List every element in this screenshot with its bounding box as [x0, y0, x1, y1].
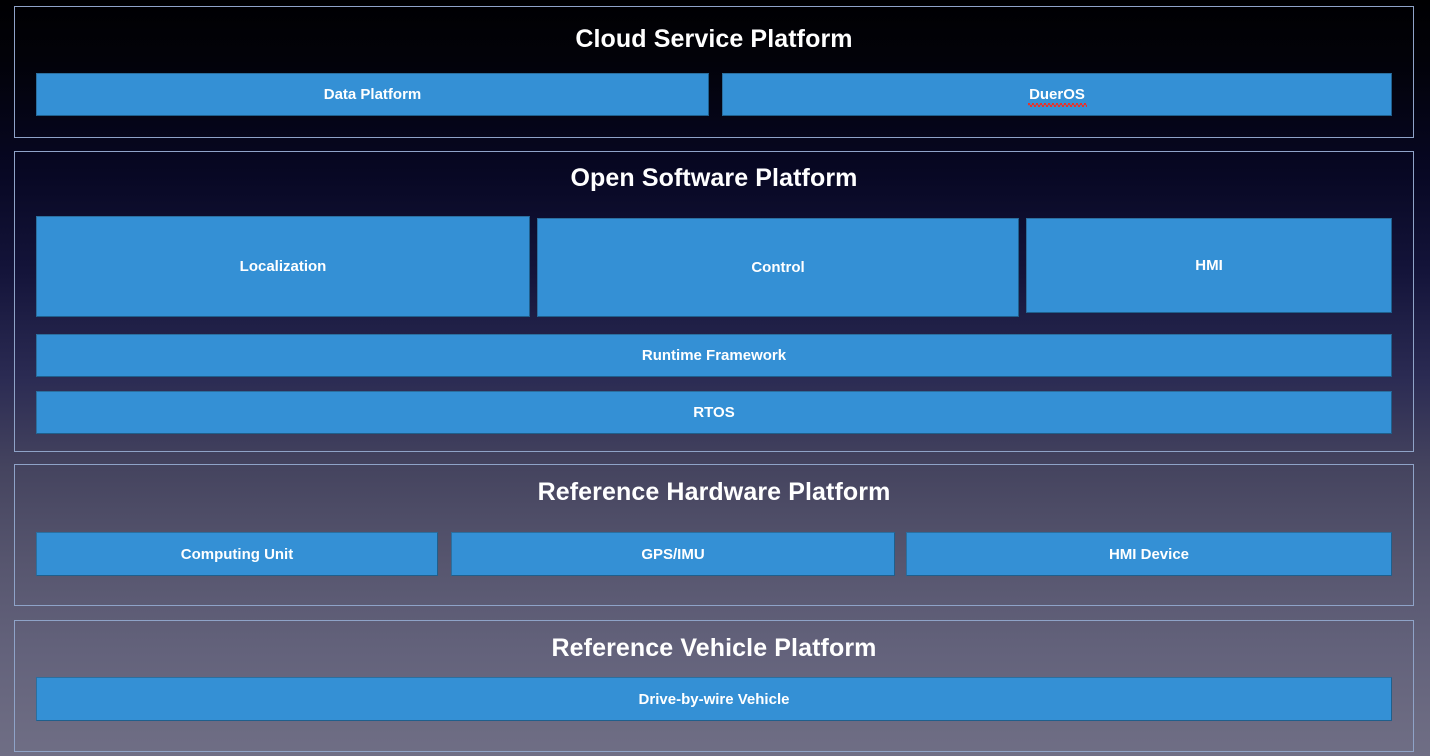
block-computing-unit[interactable]: Computing Unit [36, 532, 438, 576]
block-label-gps-imu: GPS/IMU [641, 545, 705, 563]
block-rtos[interactable]: RTOS [36, 391, 1392, 434]
block-hmi-device[interactable]: HMI Device [906, 532, 1392, 576]
block-label-runtime-framework: Runtime Framework [641, 347, 787, 364]
layer-title-reference-vehicle-platform: Reference Vehicle Platform [551, 634, 877, 662]
layer-open-software-platform: Open Software Platform Localization Cont… [14, 151, 1414, 452]
layer-title-open-software-platform: Open Software Platform [570, 164, 858, 192]
block-label-control: Control [751, 259, 805, 276]
block-label-hmi-device: HMI Device [1108, 545, 1190, 563]
block-label-localization: Localization [239, 258, 327, 275]
block-label-data-platform: Data Platform [323, 86, 422, 103]
block-label-rtos: RTOS [693, 404, 735, 421]
block-gps-imu[interactable]: GPS/IMU [451, 532, 895, 576]
layer-reference-vehicle-platform: Reference Vehicle Platform Drive-by-wire… [14, 620, 1414, 752]
block-runtime-framework[interactable]: Runtime Framework [36, 334, 1392, 377]
block-data-platform[interactable]: Data Platform [36, 73, 709, 116]
block-control[interactable]: Control [537, 218, 1019, 317]
block-label-hmi: HMI [1195, 257, 1223, 274]
block-localization[interactable]: Localization [36, 216, 530, 317]
layer-title-reference-hardware-platform: Reference Hardware Platform [537, 478, 891, 506]
layer-cloud-service-platform: Cloud Service Platform Data Platform Due… [14, 6, 1414, 138]
block-drive-by-wire-vehicle[interactable]: Drive-by-wire Vehicle [36, 677, 1392, 721]
layer-title-cloud-service-platform: Cloud Service Platform [575, 25, 853, 53]
block-dueros[interactable]: DuerOS [722, 73, 1392, 116]
layer-reference-hardware-platform: Reference Hardware Platform Computing Un… [14, 464, 1414, 606]
block-label-dueros: DuerOS [1028, 86, 1087, 107]
block-label-drive-by-wire-vehicle: Drive-by-wire Vehicle [638, 690, 790, 708]
block-label-computing-unit: Computing Unit [180, 545, 294, 563]
block-hmi[interactable]: HMI [1026, 218, 1392, 313]
